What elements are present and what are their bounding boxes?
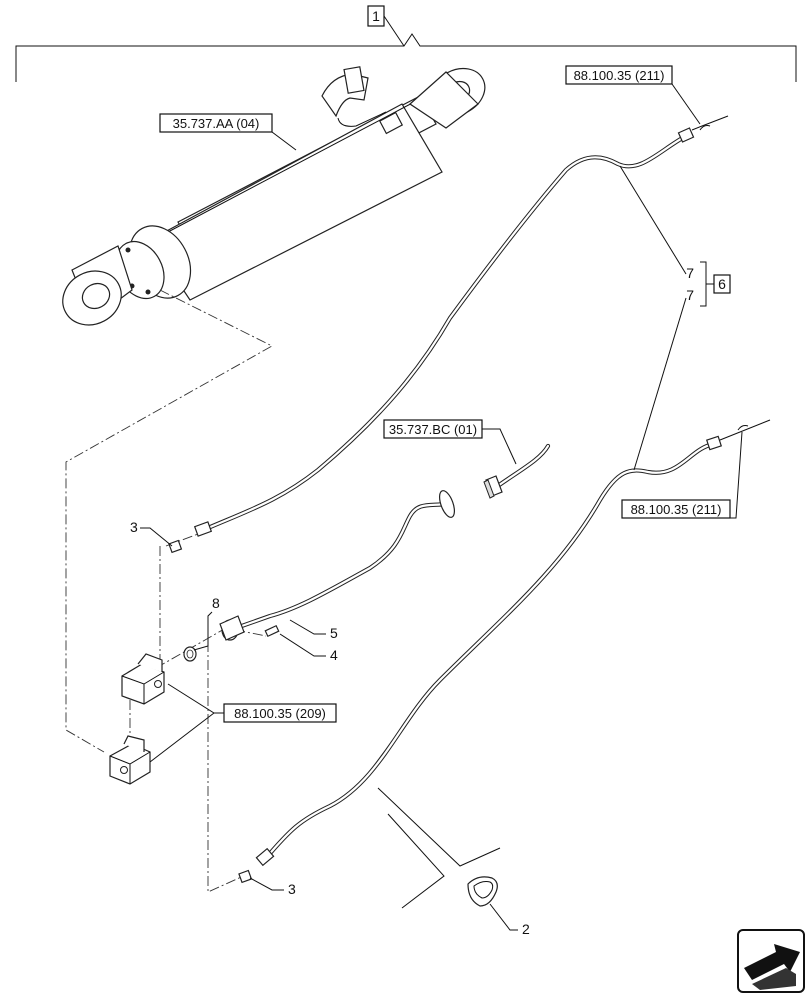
svg-text:3: 3: [288, 881, 296, 897]
callout-hose-a: 7: [686, 265, 694, 281]
callout-kit[interactable]: 7 7 6: [619, 165, 731, 471]
callout-tube[interactable]: 5: [289, 619, 338, 641]
fitting-bottom: [238, 869, 253, 884]
manifold-block-upper: [121, 653, 165, 705]
callout-hose-ref-mid[interactable]: 88.100.35 (211): [621, 431, 743, 519]
hydraulic-cylinder: [62, 66, 486, 326]
svg-text:88.100.35 (209): 88.100.35 (209): [234, 706, 326, 721]
fitting-top: [168, 539, 183, 554]
callout-fitting-top[interactable]: 3: [130, 519, 173, 547]
callout-valve-ref[interactable]: 35.737.BC (01): [383, 419, 517, 465]
seal-ring: [183, 646, 197, 662]
svg-text:8: 8: [212, 595, 220, 611]
callout-cylinder-ref[interactable]: 35.737.AA (04): [159, 113, 297, 151]
hose-upper: [193, 115, 729, 537]
callout-block-ref[interactable]: 88.100.35 (209): [149, 683, 337, 763]
callout-oring[interactable]: 2: [489, 903, 530, 937]
callout-assembly: 1: [372, 8, 380, 24]
svg-text:3: 3: [130, 519, 138, 535]
hose-lower: [255, 419, 771, 867]
exploded-view-indicator: [377, 787, 501, 909]
valve-hose: [483, 443, 551, 499]
svg-text:35.737.AA (04): 35.737.AA (04): [173, 116, 260, 131]
svg-text:88.100.35 (211): 88.100.35 (211): [631, 502, 722, 517]
callout-hose-b: 7: [686, 287, 694, 303]
callout-bolt[interactable]: 4: [279, 633, 338, 663]
svg-text:5: 5: [330, 625, 338, 641]
next-page-arrow-icon[interactable]: [737, 929, 805, 993]
svg-text:4: 4: [330, 647, 338, 663]
rigid-tube: [219, 490, 455, 641]
svg-text:88.100.35 (211): 88.100.35 (211): [574, 68, 665, 83]
callout-hose-ref-top[interactable]: 88.100.35 (211): [565, 65, 701, 125]
assembly-guide-lines: [65, 289, 273, 893]
svg-text:35.737.BC (01): 35.737.BC (01): [389, 422, 477, 437]
callout-fitting-bottom[interactable]: 3: [249, 877, 296, 897]
callout-kit-number: 6: [718, 276, 726, 292]
manifold-block-lower: [109, 735, 151, 785]
callout-seal[interactable]: 8: [193, 595, 220, 651]
bolt: [264, 624, 280, 638]
assembly-bracket: 1: [15, 5, 797, 82]
svg-text:2: 2: [522, 921, 530, 937]
o-ring: [467, 876, 498, 907]
